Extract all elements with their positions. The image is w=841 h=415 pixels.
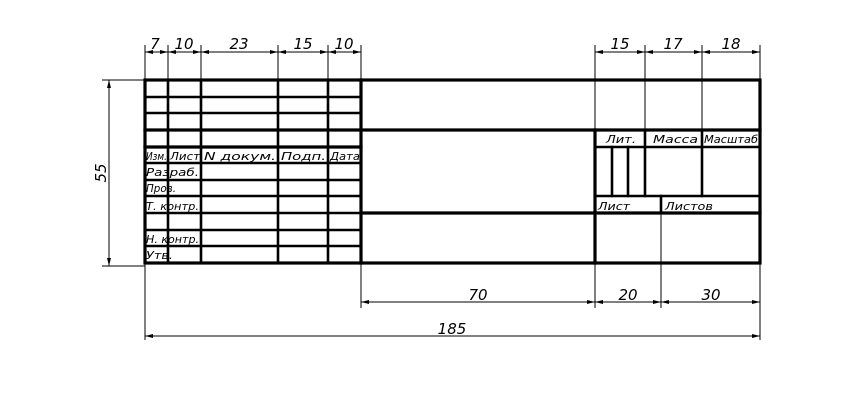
dim-30: 30 bbox=[701, 286, 720, 304]
label-tkontr: Т. контр. bbox=[146, 200, 199, 213]
label-massa: Масса bbox=[653, 133, 698, 146]
label-list: Лист bbox=[169, 150, 201, 163]
label-podp: Подп. bbox=[281, 150, 326, 163]
title-block-frame bbox=[143, 78, 762, 265]
height-dimension bbox=[102, 79, 145, 267]
bottom-dimensions bbox=[144, 213, 761, 340]
label-utv: Утв. bbox=[146, 249, 173, 262]
dim-17: 17 bbox=[663, 35, 683, 53]
dim-185: 185 bbox=[438, 320, 467, 338]
label-prov: Пров. bbox=[146, 182, 176, 195]
label-masshtab: Масштаб bbox=[704, 133, 758, 146]
top-right-dimensions bbox=[594, 45, 761, 130]
dim-55: 55 bbox=[92, 163, 110, 182]
dim-15: 15 bbox=[293, 35, 312, 53]
dim-20: 20 bbox=[618, 286, 637, 304]
label-razrab: Разраб. bbox=[146, 166, 199, 179]
label-listov: Листов bbox=[664, 200, 713, 213]
label-ndokum: N докум. bbox=[204, 150, 276, 163]
dim-70: 70 bbox=[468, 286, 487, 304]
dim-23: 23 bbox=[229, 35, 248, 53]
label-izm: Изм. bbox=[146, 150, 167, 163]
dim-10: 10 bbox=[174, 35, 193, 53]
label-data: Дата bbox=[329, 150, 360, 163]
top-left-dimensions bbox=[144, 45, 362, 80]
dim-18: 18 bbox=[721, 35, 740, 53]
dim-7: 7 bbox=[150, 35, 160, 53]
label-lit: Лит. bbox=[605, 133, 636, 146]
dim-10b: 10 bbox=[334, 35, 353, 53]
label-nkontr: Н. контр. bbox=[146, 233, 199, 246]
dim-15-right: 15 bbox=[610, 35, 629, 53]
label-list-right: Лист bbox=[597, 200, 631, 213]
